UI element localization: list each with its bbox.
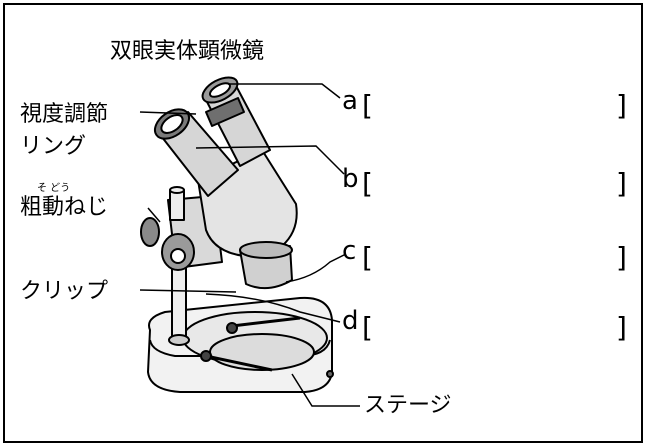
leader-diopter [139,111,197,115]
label-diopter-ring-line1: 視度調節 [20,102,109,127]
leader-coarse [147,207,161,223]
leader-clip [139,289,237,293]
answer-bracket-close-b: ] [616,167,627,200]
label-diopter-ring-line2: リング [20,134,87,159]
answer-bracket-close-d: ] [616,311,627,344]
answer-bracket-close-c: ] [616,241,627,274]
leader-b [195,145,345,175]
answer-bracket-close-a: ] [616,89,627,122]
label-coarse-adjustment: 粗動ねじ [20,195,109,220]
answer-letter-c: c [342,236,357,266]
leader-stage [291,373,360,407]
leader-d [205,293,341,323]
answer-letter-b: b [342,164,359,194]
answer-letter-a: a [342,86,358,116]
label-stage: ステージ [364,393,452,418]
clip-upper [231,316,301,328]
diagram-frame [3,3,643,443]
leader-c [285,253,347,283]
label-coarse-ruby: そ どう [37,183,71,194]
answer-bracket-open-d: [ [362,311,373,344]
leader-a [228,83,341,99]
answer-bracket-open-b: [ [362,167,373,200]
diagram-title: 双眼実体顕微鏡 [110,39,265,64]
coarse-knob-back [140,217,160,247]
label-clip: クリップ [20,279,109,304]
answer-bracket-open-c: [ [362,241,373,274]
answer-letter-d: d [342,306,359,336]
clip-lower [205,354,273,372]
answer-bracket-open-a: [ [362,89,373,122]
